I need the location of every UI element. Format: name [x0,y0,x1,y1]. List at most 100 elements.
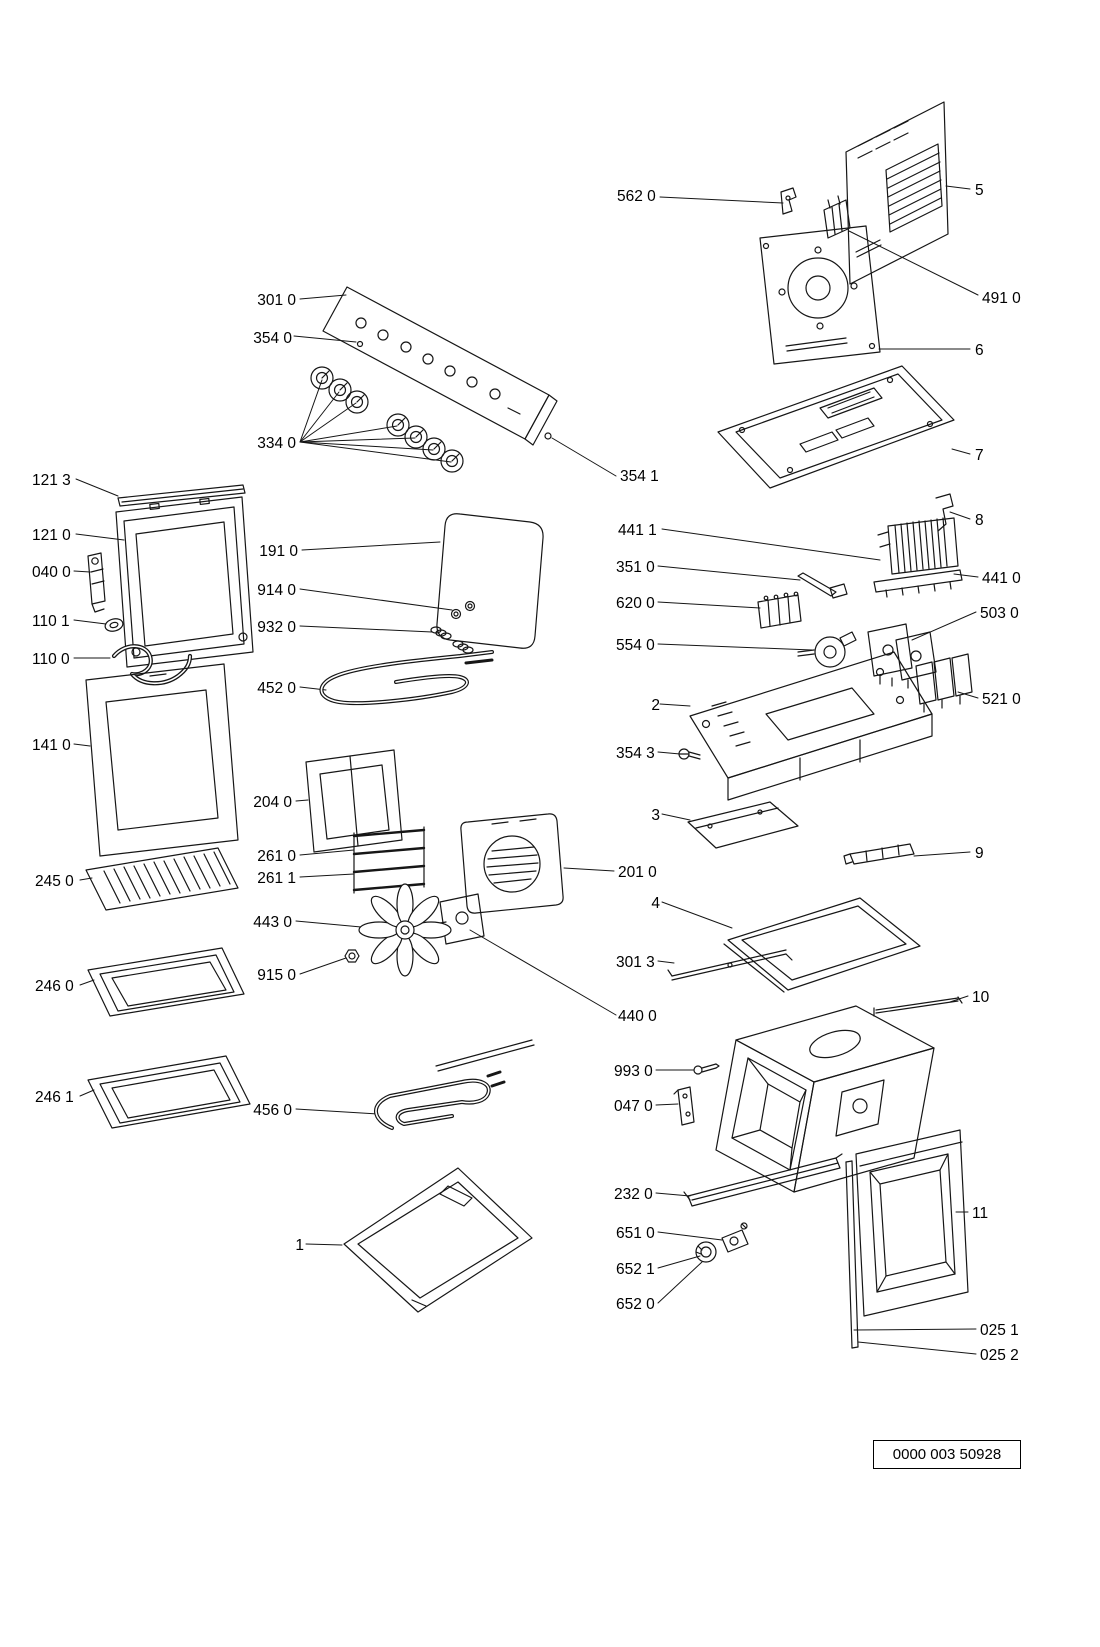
part-354-3-screw [678,748,701,760]
part-232-0-door-trim [683,1153,843,1207]
part-label-2: 2 [651,697,660,714]
part-label-245-0: 245 0 [35,873,74,890]
part-label-4: 4 [651,895,660,912]
part-334-0-knobs [310,366,464,473]
part-label-110-0: 110 0 [32,651,70,668]
part-label-9: 9 [975,845,984,862]
document-code: 0000 003 50928 [892,1446,1002,1463]
part-554-0-motor [797,631,857,668]
part-label-025-1: 025 1 [980,1322,1019,1339]
part-915-0-nut [344,949,360,963]
part-label-301-0: 301 0 [257,292,296,309]
part-label-620-0: 620 0 [616,595,655,612]
part-label-7: 7 [975,447,984,464]
part-label-554-0: 554 0 [616,637,655,654]
part-441-heater-block [873,517,963,598]
part-503-0-switch-assembly [867,623,937,689]
part-301-0-control-panel [322,286,558,446]
part-label-025-2: 025 2 [980,1347,1019,1364]
leader-lines [73,185,979,1355]
part-label-121-0: 121 0 [32,527,71,544]
part-351-0-probe [797,572,848,599]
part-label-261-0: 261 0 [257,848,296,865]
part-047-0-bracket [673,1086,695,1126]
part-204-0-shelf-support [305,749,403,853]
part-9-bracket-strip [843,843,915,865]
part-label-652-0: 652 0 [616,1296,655,1313]
part-6-fan-mount-panel [759,225,881,365]
part-label-040-0: 040 0 [32,564,71,581]
part-label-351-0: 351 0 [616,559,655,576]
part-label-191-0: 191 0 [259,543,298,560]
part-label-201-0: 201 0 [618,864,657,881]
part-620-0-terminal-block [757,591,802,629]
part-246-1-deep-tray [87,1055,251,1129]
part-label-3: 3 [651,807,660,824]
part-2-top-frame [689,651,933,801]
part-label-301-3: 301 3 [616,954,655,971]
part-245-0-wire-shelf [85,847,239,911]
part-label-452-0: 452 0 [257,680,296,697]
part-491-0-module [823,195,851,239]
part-label-915-0: 915 0 [257,967,296,984]
part-456-0-lower-element [374,1039,535,1130]
part-label-232-0: 232 0 [614,1186,653,1203]
part-110-1-grommet [104,618,124,632]
part-191-0-inner-glass [436,513,544,649]
part-993-0-screw [693,1063,720,1075]
part-443-0-fan-impeller [358,883,452,977]
part-label-8: 8 [975,512,984,529]
part-label-121-3: 121 3 [32,472,71,489]
part-110-0-gasket [111,644,193,686]
part-025-side-strip [845,1160,859,1349]
part-7-bottom-tray [717,365,955,489]
part-652-1-lamp-knob [695,1241,717,1263]
part-354-1-screw [544,432,552,440]
part-label-456-0: 456 0 [253,1102,292,1119]
part-label-246-0: 246 0 [35,978,74,995]
part-914-0-nuts [450,600,476,620]
part-label-651-0: 651 0 [616,1225,655,1242]
part-label-047-0: 047 0 [614,1098,653,1115]
part-label-354-3: 354 3 [616,745,655,762]
part-label-11: 11 [972,1205,989,1222]
part-label-141-0: 141 0 [32,737,71,754]
part-label-503-0: 503 0 [980,605,1019,622]
part-label-334-0: 334 0 [257,435,296,452]
part-label-932-0: 932 0 [257,619,296,636]
part-301-3-rod [667,949,793,981]
part-121-0-door-frame [115,496,254,668]
part-label-441-0: 441 0 [982,570,1021,587]
part-label-5: 5 [975,182,984,199]
part-452-0-grill-element [319,650,494,706]
part-label-10: 10 [972,989,990,1006]
part-label-6: 6 [975,342,984,359]
part-8-bracket [935,493,954,532]
part-141-0-outer-door-glass [85,663,239,857]
document-code-box: 0000 003 50928 [873,1440,1021,1469]
part-261-shelf-rails [352,826,426,894]
part-label-110-1: 110 1 [32,613,70,630]
part-label-1: 1 [295,1237,304,1254]
part-1-bottom-panel [343,1167,533,1313]
part-label-993-0: 993 0 [614,1063,653,1080]
part-040-0-door-lock [87,552,106,613]
part-201-0-fan-cover [460,813,564,914]
part-label-491-0: 491 0 [982,290,1021,307]
part-246-0-baking-tray [87,947,245,1017]
part-label-261-1: 261 1 [257,870,296,887]
part-5-back-panel [845,101,949,285]
part-label-652-1: 652 1 [616,1261,655,1278]
part-4-shelf-panel [723,897,921,993]
part-932-0-springs [430,626,474,654]
part-11-outer-door [855,1129,969,1317]
part-label-354-1: 354 1 [620,468,659,485]
part-oven-cavity [715,1005,935,1193]
part-label-914-0: 914 0 [257,582,296,599]
part-562-0-bracket [780,187,797,215]
part-label-246-1: 246 1 [35,1089,74,1106]
part-label-521-0: 521 0 [982,691,1021,708]
part-label-204-0: 204 0 [253,794,292,811]
